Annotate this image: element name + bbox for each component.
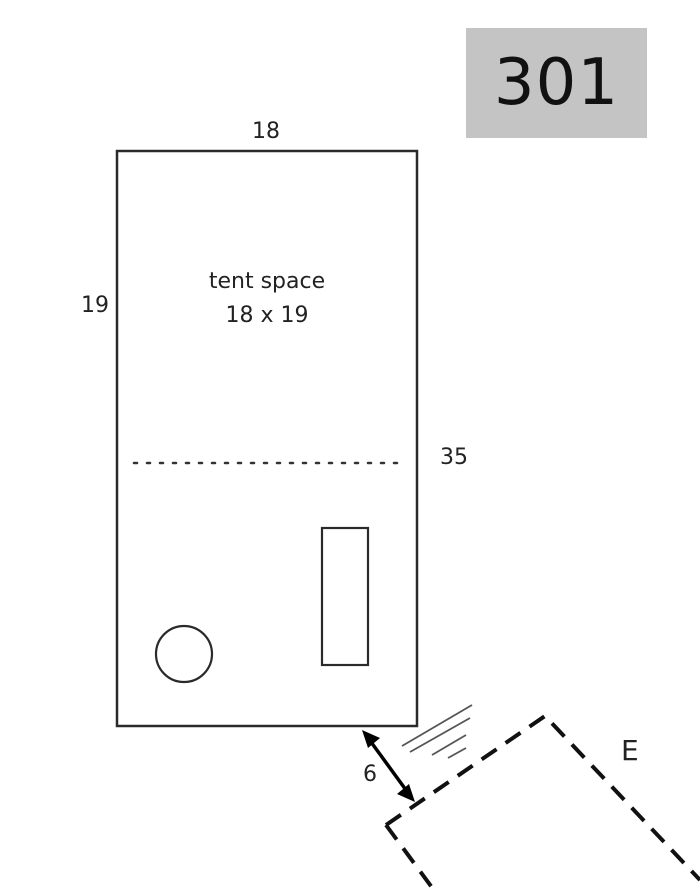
site-number: 301: [493, 46, 620, 120]
slope-line: [431, 734, 467, 756]
arrow-head-top: [362, 730, 380, 748]
driveway-gap-label: 6: [363, 762, 377, 787]
fire-ring: [154, 624, 214, 684]
total-depth-label: 35: [440, 445, 468, 470]
site-number-badge: 301: [466, 28, 647, 138]
slope-line: [447, 747, 467, 759]
site-boundary: [115, 149, 419, 728]
distance-arrow: [369, 740, 408, 792]
tent-space-label: tent space 18 x 19: [167, 265, 367, 333]
tent-depth-label: 19: [81, 293, 109, 318]
arrow-head-bottom: [397, 784, 415, 802]
driveway-outline: [384, 823, 438, 893]
driveway-outline: [384, 713, 700, 882]
tent-space-title: tent space: [208, 269, 326, 294]
picnic-table: [320, 526, 370, 667]
entrance-label: E: [621, 734, 639, 767]
slope-line: [401, 704, 473, 747]
width-label: 18: [252, 119, 280, 144]
slope-line: [409, 717, 471, 753]
tent-space-size: 18 x 19: [225, 303, 309, 328]
